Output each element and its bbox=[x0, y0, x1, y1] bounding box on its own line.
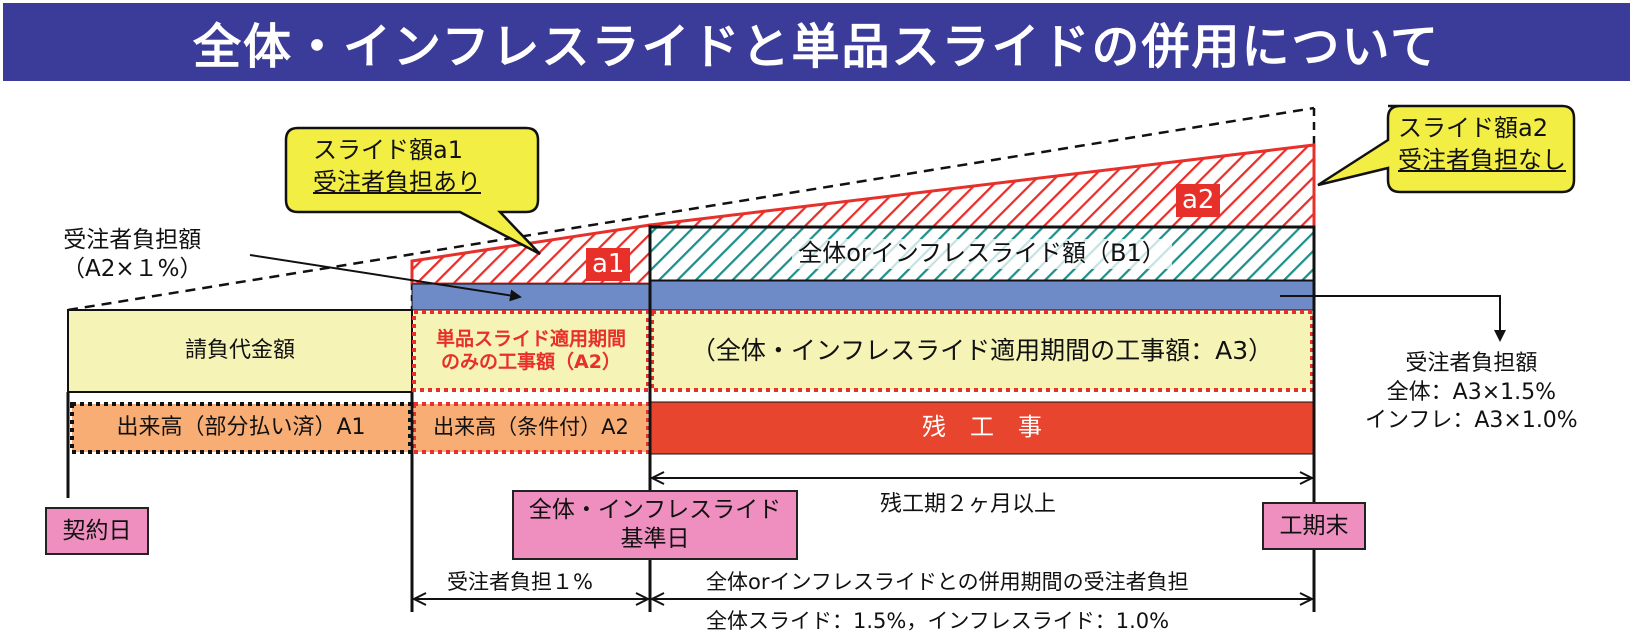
burden-right-line2: 全体：A3×1.5% bbox=[1386, 379, 1557, 405]
b1-label-text: 全体orインフレスライド額（B1） bbox=[792, 239, 1172, 269]
progress-a1-label: 出来高（部分払い済）A1 bbox=[116, 414, 366, 440]
callout-a1-text: スライド額a1 受注者負担あり bbox=[313, 134, 481, 199]
label-a2: a2 bbox=[1176, 184, 1221, 217]
bottom-right-label-1: 全体orインフレスライドとの併用期間の受注者負担 bbox=[706, 570, 1189, 594]
progress-a1-box bbox=[70, 402, 412, 454]
slide-b1-area bbox=[648, 225, 1316, 283]
date-contract-box: 契約日 bbox=[45, 507, 149, 555]
burden-right-line1: 受注者負担額 bbox=[1405, 351, 1538, 376]
bottom-right-label-2: 全体スライド：1.5%，インフレスライド：1.0% bbox=[706, 609, 1170, 633]
callout-a1-line1: スライド額a1 bbox=[313, 136, 463, 164]
a2-label: 単品スライド適用期間 のみの工事額（A2） bbox=[414, 312, 648, 390]
contract-amount-box bbox=[67, 309, 413, 393]
contract-amount-label: 請負代金額 bbox=[184, 337, 295, 363]
a2-box bbox=[412, 310, 650, 392]
date-end-box: 工期末 bbox=[1262, 502, 1366, 550]
callout-a2-line1: スライド額a2 bbox=[1398, 114, 1548, 142]
callout-a2-bubble bbox=[1317, 104, 1576, 194]
burden-left-line2: （A2×１%） bbox=[62, 255, 203, 282]
remaining-work-box bbox=[649, 401, 1315, 455]
slide-envelope-dashed bbox=[67, 106, 1315, 312]
burden-left-label: 受注者負担額 （A2×１%） bbox=[62, 226, 203, 284]
callout-a2-line2: 受注者負担なし bbox=[1398, 146, 1566, 175]
remaining-period-label: 残工期２ヶ月以上 bbox=[880, 492, 1057, 517]
callout-a1-bubble bbox=[284, 126, 541, 256]
a3-box bbox=[650, 310, 1314, 392]
progress-a2-box bbox=[412, 402, 650, 454]
a2-label-line2: のみの工事額（A2） bbox=[441, 351, 621, 373]
a2-label-line1: 単品スライド適用期間 bbox=[435, 327, 626, 350]
callout-a1-line2: 受注者負担あり bbox=[313, 168, 481, 197]
page-title: 全体・インフレスライドと単品スライドの併用について bbox=[3, 3, 1630, 81]
date-base-line2: 基準日 bbox=[620, 526, 690, 552]
burden-right-label: 受注者負担額 全体：A3×1.5% インフレ：A3×1.0% bbox=[1365, 350, 1578, 436]
burden-right-arrow bbox=[1280, 295, 1506, 342]
burden-band-a2 bbox=[411, 283, 651, 311]
label-a1: a1 bbox=[586, 248, 631, 281]
a3-label: （全体・インフレスライド適用期間の工事額：A3） bbox=[690, 335, 1274, 365]
callout-a2-text: スライド額a2 受注者負担なし bbox=[1398, 112, 1566, 177]
bottom-left-label: 受注者負担１% bbox=[447, 570, 593, 594]
remaining-work-label: 残 工 事 bbox=[922, 413, 1042, 442]
progress-a2-label: 出来高（条件付）A2 bbox=[433, 415, 629, 440]
burden-left-line1: 受注者負担額 bbox=[63, 227, 202, 253]
b1-label: 全体orインフレスライド額（B1） bbox=[650, 227, 1314, 281]
burden-band-a3 bbox=[649, 280, 1315, 311]
date-base-box: 全体・インフレスライド 基準日 bbox=[512, 490, 798, 560]
burden-left-arrow bbox=[249, 254, 522, 302]
date-base-line1: 全体・インフレスライド bbox=[528, 497, 782, 524]
burden-right-line3: インフレ：A3×1.0% bbox=[1365, 408, 1578, 434]
